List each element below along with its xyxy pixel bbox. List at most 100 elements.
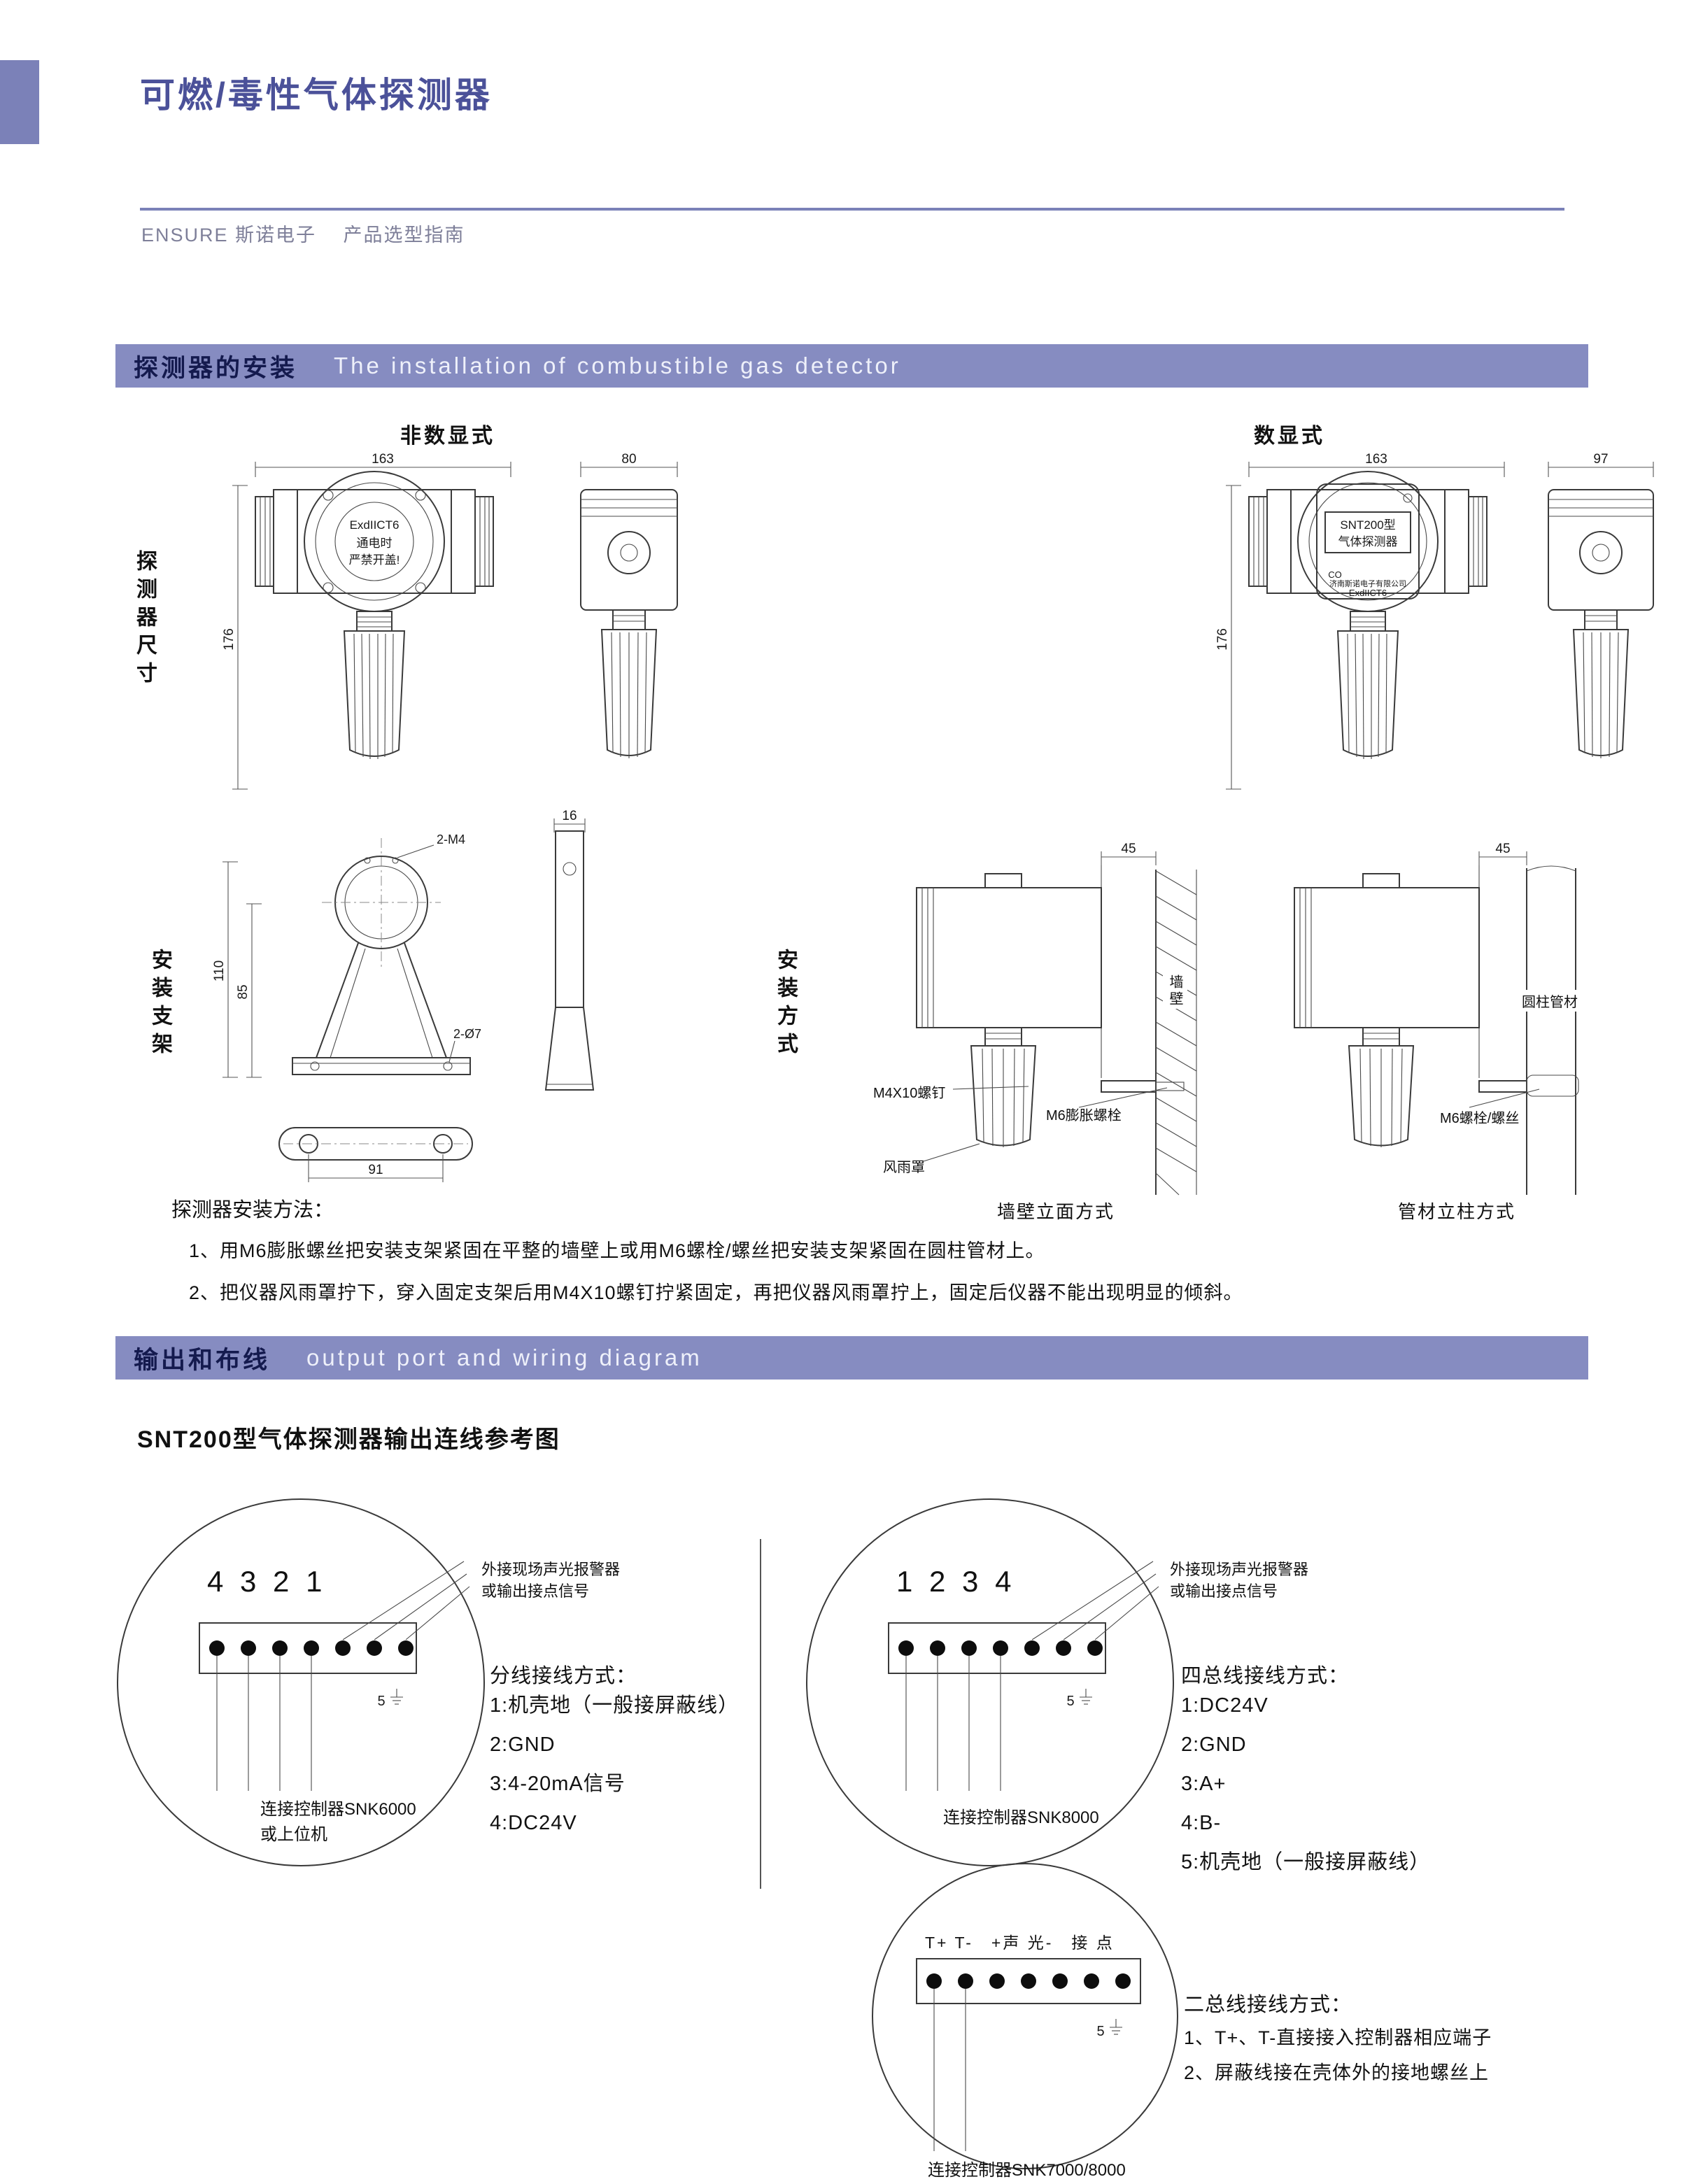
terminal-numbers-branch: 4 3 2 1	[207, 1565, 327, 1598]
dim-label-2d7: 2-Ø7	[453, 1027, 481, 1041]
enclosure-circle	[872, 1863, 1178, 2169]
drawing-wall-mount: 45	[916, 842, 1197, 1196]
banner1-title-cn: 探测器的安装	[134, 354, 298, 382]
dim-label-16: 16	[562, 809, 577, 823]
ground-icon	[390, 1689, 403, 1705]
dim-80: 80	[580, 452, 678, 477]
section-banner-wiring: 输出和布线 output port and wiring diagram	[115, 1336, 1588, 1380]
ground-icon	[1080, 1689, 1092, 1705]
dim-110: 110	[212, 861, 238, 1078]
drawing-bracket-side: 16	[544, 809, 595, 1091]
bracket-body	[292, 942, 471, 1075]
dim-label-163-digital: 163	[1365, 452, 1387, 467]
page-title: 可燃/毒性气体探测器	[140, 76, 493, 115]
fourbus-line-4: 4:B-	[1181, 1812, 1222, 1834]
terminal-dots	[926, 1973, 1131, 1989]
terminal-dots	[898, 1640, 1103, 1656]
face-warn2-text: 严禁开盖!	[349, 553, 400, 567]
twobus-line-2: 2、屏蔽线接在壳体外的接地螺丝上	[1184, 2062, 1490, 2083]
fourbus-line-3: 3:A+	[1181, 1773, 1227, 1795]
alarm-callout-branch: 外接现场声光报警器 或输出接点信号	[481, 1559, 620, 1602]
bracket-clamp-ring	[322, 838, 441, 967]
output-wires	[216, 1656, 312, 1791]
dim-45-wall	[1101, 851, 1157, 1078]
dim-45-pipe	[1478, 851, 1527, 1078]
output-wires	[905, 1656, 1001, 1791]
terminal-block	[199, 1622, 417, 1674]
wiring-diagram-fourbus: 5	[806, 1498, 1174, 1866]
pipe-column	[1526, 865, 1576, 1195]
controller-label-snk7000: 连接控制器SNK7000/8000	[928, 2161, 1126, 2180]
dim-label-97: 97	[1593, 452, 1608, 467]
label-wall: 墙壁	[1163, 974, 1187, 1009]
wall-hatch	[1155, 870, 1197, 1196]
sensor-housing	[343, 611, 406, 760]
dim-label-85: 85	[236, 984, 250, 999]
display-model-text: SNT200型	[1340, 518, 1395, 532]
ground-icon	[1110, 2019, 1122, 2035]
display-name-text: 气体探测器	[1338, 535, 1398, 548]
drawing-digital-side: 97	[1548, 452, 1654, 758]
terminal-block	[888, 1622, 1106, 1674]
face-cert-text: ExdIICT6	[350, 518, 400, 532]
enclosure-circle	[117, 1498, 485, 1866]
dim-label-163: 163	[372, 452, 394, 467]
column-label-digital: 数显式	[1254, 425, 1325, 448]
drawing-nondigital-side: 80	[580, 452, 678, 758]
row-label-dimensions: 探测器尺寸	[133, 550, 156, 690]
callout-line2: 或输出接点信号	[481, 1582, 590, 1600]
dim-176: 176	[222, 485, 248, 790]
caption-wall-mount: 墙壁立面方式	[997, 1201, 1115, 1222]
face-warn1-text: 通电时	[357, 537, 393, 550]
diagram-divider	[760, 1539, 761, 1889]
enclosure-circle	[806, 1498, 1174, 1866]
caption-pipe-mount: 管材立柱方式	[1398, 1201, 1516, 1222]
fourbus-mode-title: 四总线接线方式：	[1181, 1665, 1350, 1687]
branch-mode-lines: 1:机壳地（一般接屏蔽线） 2:GND 3:4-20mA信号 4:DC24V	[490, 1686, 739, 1843]
twobus-mode-title: 二总线接线方式：	[1184, 1994, 1352, 2016]
fourbus-line-2: 2:GND	[1181, 1733, 1247, 1756]
column-label-nondigital: 非数显式	[400, 425, 495, 448]
display-company-text: 济南斯诺电子有限公司	[1329, 579, 1406, 588]
banner2-title-en: output port and wiring diagram	[306, 1345, 702, 1370]
branch-line-4: 4:DC24V	[490, 1812, 577, 1834]
dim-label-45-pipe: 45	[1495, 842, 1510, 856]
ground-number: 5	[1066, 1694, 1074, 1709]
drawing-nondigital-front: 163 176 Exd	[222, 452, 511, 790]
terminal-numbers-fourbus: 1 2 3 4	[896, 1565, 1016, 1598]
dim-16	[553, 818, 586, 832]
wiring-heading: SNT200型气体探测器输出连线参考图	[137, 1426, 560, 1453]
dim-label-176: 176	[222, 628, 236, 651]
install-notes-title: 探测器安装方法：	[171, 1199, 334, 1221]
dim-label-2m4: 2-M4	[437, 832, 465, 846]
dim-176-digital: 176	[1215, 485, 1241, 790]
banner2-title-cn: 输出和布线	[134, 1346, 271, 1374]
dim-label-110: 110	[212, 960, 227, 981]
label-expansion-bolt: M6膨胀螺栓	[1046, 1108, 1122, 1123]
wall-bracket-arm	[923, 1080, 1185, 1162]
detector-body	[255, 471, 494, 612]
callout-line1: 外接现场声光报警器	[1170, 1561, 1309, 1578]
wall-detector	[916, 873, 1102, 1147]
alarm-wires	[342, 1561, 470, 1640]
drawing-digital-front: 163 176 SNT200型 气体探测器	[1215, 452, 1505, 790]
detector-side-body-digital	[1548, 489, 1654, 758]
ground-number: 5	[377, 1694, 385, 1709]
branch-line-2: 2:GND	[490, 1733, 556, 1756]
label-m4x10-screw: M4X10螺钉	[873, 1086, 946, 1101]
drawing-bracket-front: 110 85 2-M4 2-Ø7	[212, 832, 481, 1078]
pipe-detector	[1294, 873, 1480, 1147]
dim-label-91: 91	[368, 1163, 383, 1177]
label-pipe-material: 圆柱管材	[1520, 990, 1580, 1012]
wiring-diagram-branch: 5	[117, 1498, 485, 1866]
sensor-housing-digital	[1336, 611, 1399, 760]
drawing-pipe-mount: 45	[1294, 842, 1579, 1195]
install-note-1: 1、用M6膨胀螺丝把安装支架紧固在平整的墙壁上或用M6螺栓/螺丝把安装支架紧固在…	[189, 1240, 1045, 1261]
dim-label-45-wall: 45	[1121, 842, 1136, 856]
detector-side-body	[580, 489, 678, 758]
row-label-method: 安装方式	[774, 949, 797, 1061]
dim-label-176-digital: 176	[1215, 628, 1230, 651]
callout-line1: 外接现场声光报警器	[481, 1561, 621, 1578]
accent-corner-block	[0, 60, 39, 144]
display-cert-text: ExdIICT6	[1349, 588, 1387, 598]
